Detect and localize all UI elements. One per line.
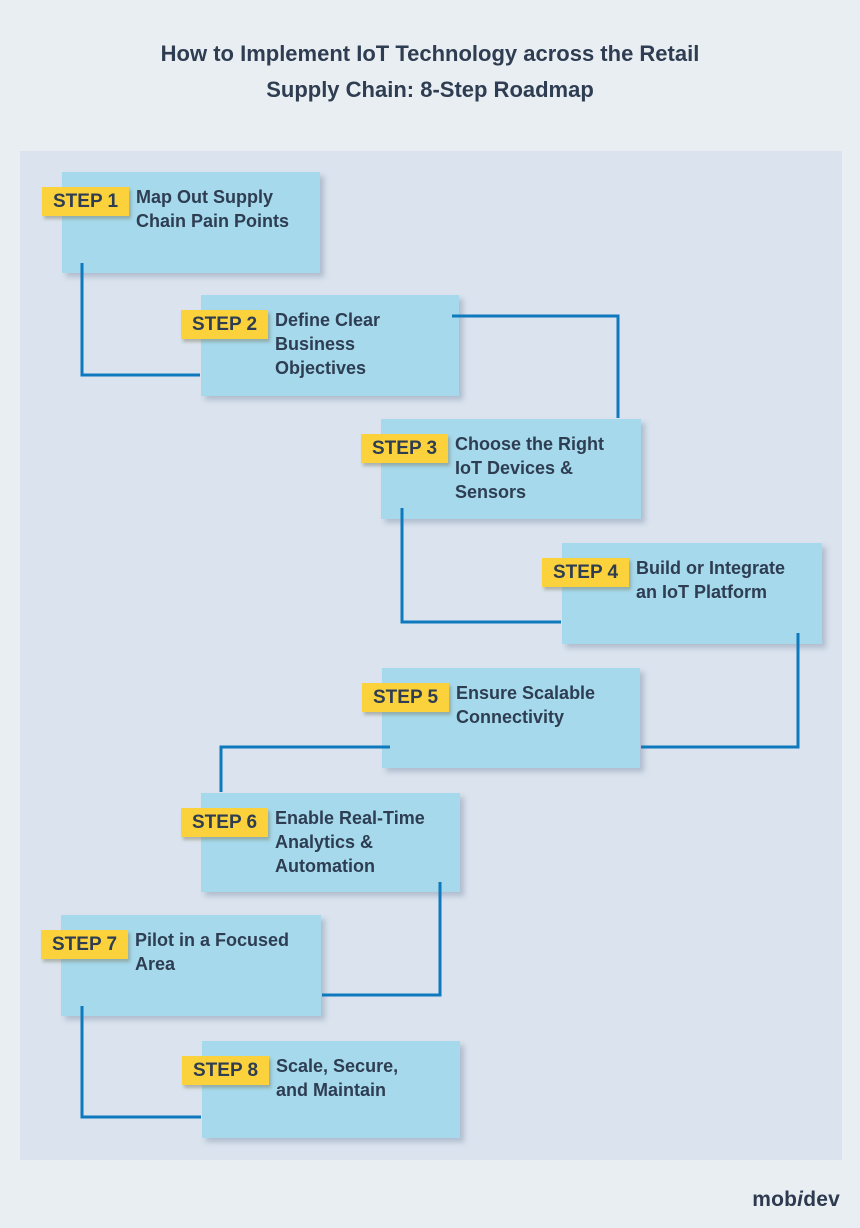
page-title-line-2: Supply Chain: 8-Step Roadmap [266,77,594,102]
step-card-7: STEP 7 Pilot in a Focused Area [41,915,321,1016]
page-title: How to Implement IoT Technology across t… [0,36,860,108]
brand-logo-post: dev [803,1188,840,1211]
step-badge-3: STEP 3 [361,434,449,463]
brand-logo-i: i [797,1188,804,1211]
step-card-4: STEP 4 Build or Integrate an IoT Platfor… [542,543,822,644]
step-badge-2: STEP 2 [181,310,269,339]
step-card-8: STEP 8 Scale, Secure, and Maintain [182,1041,460,1138]
step-text-5: Ensure Scalable Connectivity [456,683,596,727]
step-text-4: Build or Integrate an IoT Platform [636,558,786,602]
step-card-5: STEP 5 Ensure Scalable Connectivity [362,668,640,768]
step-text-7: Pilot in a Focused Area [135,930,290,974]
step-card-1: STEP 1 Map Out Supply Chain Pain Points [42,172,320,273]
step-text-2: Define Clear Business Objectives [275,310,381,378]
step-card-3: STEP 3 Choose the Right IoT Devices & Se… [361,419,641,519]
step-badge-4: STEP 4 [542,558,630,587]
step-badge-7: STEP 7 [41,930,129,959]
step-card-2: STEP 2 Define Clear Business Objectives [181,295,459,396]
step-badge-1: STEP 1 [42,187,130,216]
step-card-6: STEP 6 Enable Real-Time Analytics & Auto… [181,793,460,892]
brand-logo-pre: mob [752,1188,798,1211]
step-badge-5: STEP 5 [362,683,450,712]
step-text-8: Scale, Secure, and Maintain [276,1056,399,1100]
step-badge-8: STEP 8 [182,1056,270,1085]
step-text-3: Choose the Right IoT Devices & Sensors [455,434,604,502]
step-badge-6: STEP 6 [181,808,269,837]
step-text-1: Map Out Supply Chain Pain Points [136,187,290,231]
brand-logo: mobidev [752,1188,840,1212]
step-text-6: Enable Real-Time Analytics & Automation [275,808,425,876]
page-title-line-1: How to Implement IoT Technology across t… [160,41,700,66]
